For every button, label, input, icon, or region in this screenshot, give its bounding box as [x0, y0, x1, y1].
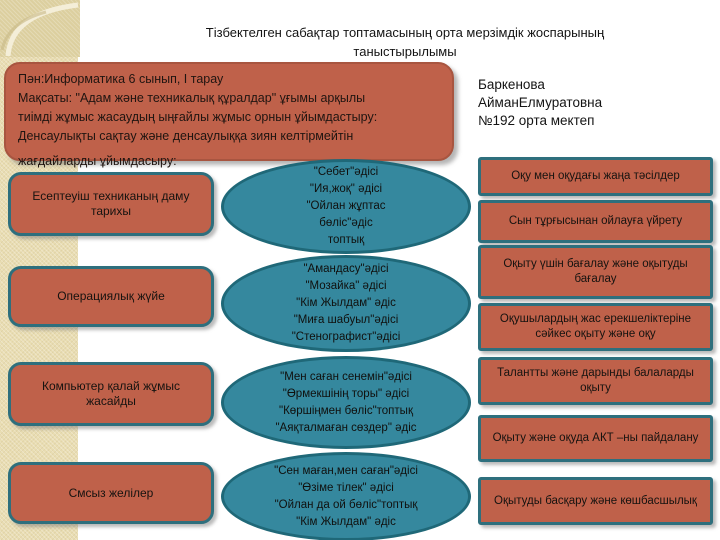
- presenter-name: АйманЕлмуратовна: [478, 95, 603, 110]
- method-line: "Сен маған,мен саған"әдісі: [274, 464, 418, 477]
- method-line: "Кім Жылдам" әдіс: [296, 297, 396, 309]
- module-label: Оқу мен оқудағы жаңа тәсілдер: [511, 170, 680, 182]
- method-line: "Ойлан да ой бөліс"топтық: [274, 498, 418, 511]
- method-line: "Өзіме тілек" әдісі: [298, 481, 394, 494]
- topic-label: Операциялық жүйе: [57, 289, 165, 303]
- presenter-school: №192 орта мектеп: [478, 113, 595, 128]
- methods-ellipse-1: "Себет"әдісі "Ия,жоқ" әдісі "Ойлан жұпта…: [221, 159, 471, 254]
- module-label: Оқушылардың жас ерекшеліктеріне сәйкес о…: [499, 313, 692, 340]
- method-line: "Ойлан жұптас: [306, 200, 386, 212]
- method-line: "Өрмекшінің торы" әдісі: [282, 387, 410, 400]
- methods-ellipse-4: "Сен маған,мен саған"әдісі "Өзіме тілек"…: [221, 452, 471, 540]
- method-line: "Мен саған сенемін"әдісі: [280, 370, 412, 383]
- topic-label: Компьютер қалай жұмыс жасайды: [42, 379, 180, 408]
- module-box-age-appropriate: Оқушылардың жас ерекшеліктеріне сәйкес о…: [478, 303, 713, 351]
- module-label: Оқыту және оқуда АКТ –ны пайдалану: [492, 432, 699, 444]
- module-label: Сын тұрғысынан ойлауға үйрету: [508, 215, 683, 227]
- method-line: топтық: [327, 234, 365, 246]
- corner-arc-icon: [0, 2, 79, 57]
- topic-label: Смсыз желілер: [68, 485, 154, 500]
- methods-ellipse-3: "Мен саған сенемін"әдісі "Өрмекшінің тор…: [221, 356, 471, 449]
- slide-title: Тізбектелген сабақтар топтамасының орта …: [205, 25, 605, 59]
- method-line: "Стенографист"әдісі: [291, 331, 401, 343]
- module-label: Оқытуды басқару және көшбасшылық: [494, 494, 697, 507]
- method-line: "Кім Жылдам" әдіс: [296, 515, 396, 528]
- method-line: "Миға шабуыл"әдісі: [293, 314, 399, 326]
- presenter-info: Баркенова АйманЕлмуратовна №192 орта мек…: [478, 76, 708, 130]
- lesson-goal-box: Пән:Информатика 6 сынып, I тарау Мақсаты…: [4, 62, 454, 168]
- method-line: "Себет"әдісі: [313, 166, 379, 178]
- corner-ornament: [0, 0, 80, 57]
- goal-line: тиімді жұмыс жасаудың ыңғайлы жұмыс орны…: [18, 110, 378, 124]
- topic-box-computing-history: Есептеуіш техниканың даму тарихы: [8, 172, 214, 236]
- module-box-leadership: Оқытуды басқару және көшбасшылық: [478, 477, 713, 525]
- method-line: "Ия,жоқ" әдісі: [309, 183, 383, 195]
- goal-line: Денсаулықты сақтау және денсаулыққа зиян…: [18, 129, 354, 143]
- module-label: Оқыту үшін бағалау және оқытуды бағалау: [503, 258, 688, 285]
- method-line: "Аяқталмаған сөздер" әдіс: [275, 421, 417, 434]
- method-line: бөліс"әдіс: [319, 217, 373, 229]
- goal-line: жағдайларды ұйымдасыру:: [18, 154, 177, 168]
- topic-box-wireless-networks: Смсыз желілер: [8, 462, 214, 524]
- methods-ellipse-2: "Амандасу"әдісі "Мозайка" әдісі "Кім Жыл…: [221, 255, 471, 352]
- topic-box-how-computer-works: Компьютер қалай жұмыс жасайды: [8, 362, 214, 426]
- method-line: "Амандасу"әдісі: [303, 263, 389, 275]
- method-line: "Көршіңмен бөліс"топтық: [279, 404, 413, 417]
- presenter-surname: Баркенова: [478, 77, 545, 92]
- topic-box-operating-system: Операциялық жүйе: [8, 266, 214, 327]
- goal-line: Мақсаты: "Адам және техникалық құралдар"…: [18, 91, 366, 105]
- method-line: "Мозайка" әдісі: [305, 280, 387, 292]
- goal-line: Пән:Информатика 6 сынып, I тарау: [18, 72, 224, 86]
- module-box-gifted-talented: Талантты және дарынды балаларды оқыту: [478, 357, 713, 405]
- module-box-assessment: Оқыту үшін бағалау және оқытуды бағалау: [478, 245, 713, 299]
- module-box-new-approaches: Оқу мен оқудағы жаңа тәсілдер: [478, 157, 713, 196]
- module-box-ict: Оқыту және оқуда АКТ –ны пайдалану: [478, 415, 713, 462]
- topic-label: Есептеуіш техниканың даму тарихы: [32, 189, 190, 218]
- module-label: Талантты және дарынды балаларды оқыту: [497, 367, 694, 394]
- module-box-critical-thinking: Сын тұрғысынан ойлауға үйрету: [478, 200, 713, 243]
